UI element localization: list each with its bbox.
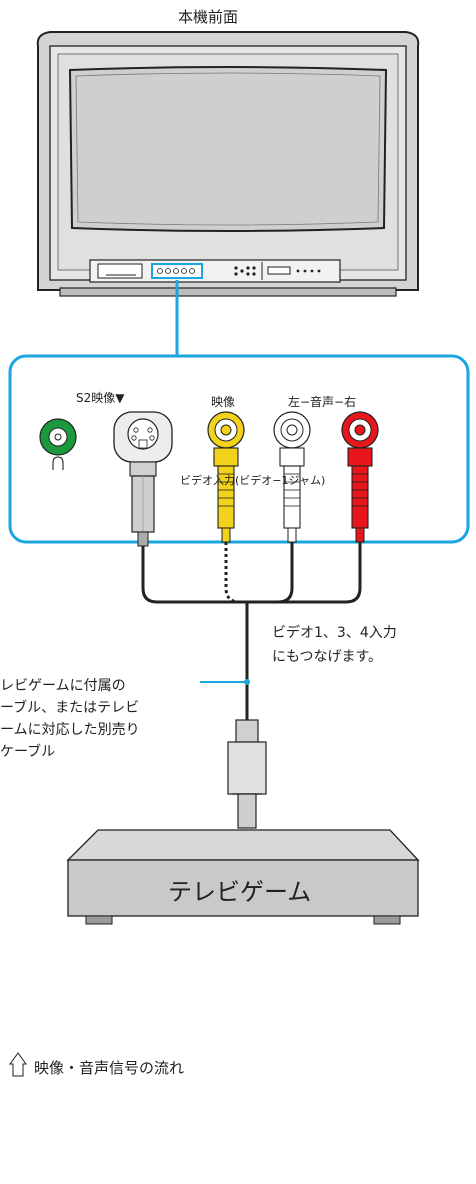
note-left-line2: ーブル、またはテレビ (0, 700, 140, 716)
video-input-label: ビデオ入力(ビデオ−1ジャム) (180, 474, 326, 487)
audio-label: 左−音声−右 (288, 395, 357, 409)
video-label: 映像 (211, 395, 236, 409)
arrow-down-icon (9, 1052, 27, 1077)
game-plug (227, 719, 267, 829)
cables (141, 542, 362, 738)
game-console (66, 829, 420, 925)
signal-flow-label: 映像・音声信号の流れ (34, 1059, 185, 1077)
headphone-icon (52, 456, 64, 470)
tv-set (36, 31, 420, 297)
note-right-line2: にもつなげます。 (272, 649, 383, 665)
leader-dot (244, 679, 250, 685)
note-right-line1: ビデオ1、3、4入力 (272, 625, 397, 641)
note-left-line3: ームに対応した別売り (0, 722, 140, 738)
jack-panel (8, 354, 470, 547)
s2-video-label: S2映像▼ (76, 391, 125, 405)
note-left-line4: ケーブル (0, 744, 56, 760)
tv-front-label: 本機前面 (178, 8, 239, 26)
note-left-line1: レビゲームに付属の (0, 678, 126, 694)
game-console-label: テレビゲーム (168, 878, 312, 906)
